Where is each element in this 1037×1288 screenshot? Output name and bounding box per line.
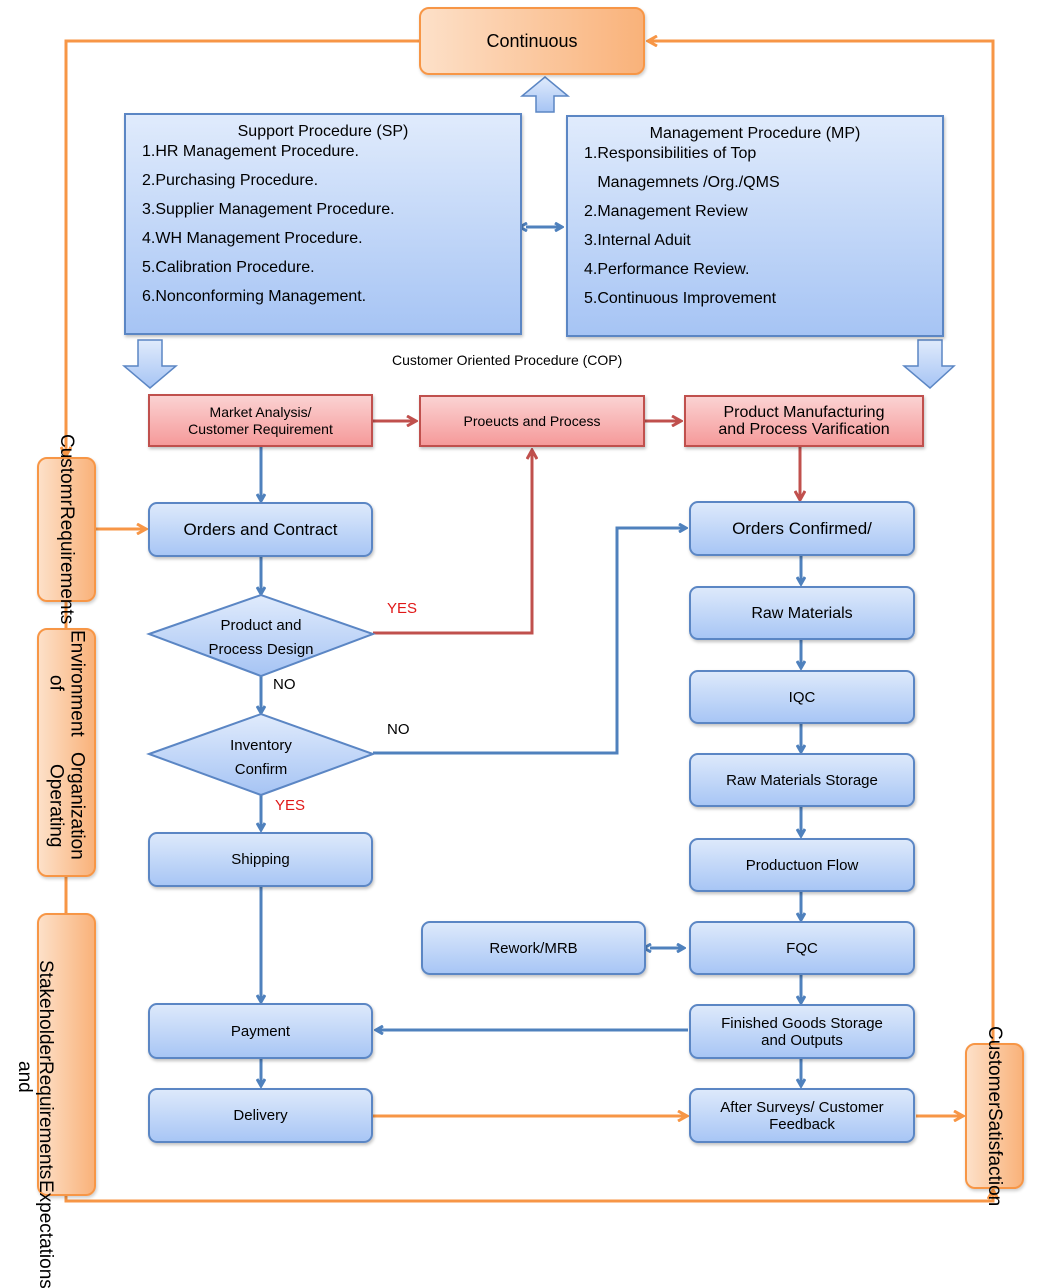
block-arrow-up-continuous xyxy=(519,76,571,113)
mp-item: Managemnets /Org./QMS xyxy=(584,174,780,191)
finished-goods-line: and Outputs xyxy=(761,1031,843,1049)
payment-box[interactable]: Payment xyxy=(148,1003,373,1059)
mp-item: 1.Responsibilities of Top xyxy=(584,145,757,162)
management-procedure-title: Management Procedure (MP) xyxy=(649,125,861,142)
after-surveys-box[interactable]: After Surveys/ Customer Feedback xyxy=(689,1088,915,1143)
sp-item: 3.Supplier Management Procedure. xyxy=(142,201,395,218)
support-procedure-box[interactable]: Support Procedure (SP) 1.HR Management P… xyxy=(124,113,522,335)
design-decision-line: Product and xyxy=(220,617,302,634)
sp-item: 1.HR Management Procedure. xyxy=(142,143,359,160)
orders-confirmed-box[interactable]: Orders Confirmed/ xyxy=(689,501,915,556)
manufacturing-verification-box[interactable]: Product Manufacturing and Process Varifi… xyxy=(684,395,924,447)
delivery-label: Delivery xyxy=(233,1107,288,1124)
sp-item: 4.WH Management Procedure. xyxy=(142,230,363,247)
raw-materials-storage-label: Raw Materials Storage xyxy=(726,771,878,789)
market-analysis-box[interactable]: Market Analysis/ Customer Requirement xyxy=(148,394,373,447)
delivery-box[interactable]: Delivery xyxy=(148,1088,373,1143)
customer-satisfaction-line: Customer xyxy=(984,1025,1005,1109)
orders-contract-box[interactable]: Orders and Contract xyxy=(148,502,373,557)
sp-item: 2.Purchasing Procedure. xyxy=(142,172,319,189)
inventory-no-label: NO xyxy=(387,721,410,738)
after-surveys-line: After Surveys/ Customer xyxy=(720,1098,884,1116)
rework-mrb-box[interactable]: Rework/MRB xyxy=(421,921,646,975)
management-procedure-box[interactable]: Management Procedure (MP) 1.Responsibili… xyxy=(566,115,944,337)
market-analysis-line: Market Analysis/ xyxy=(209,403,312,420)
mp-item: 2.Management Review xyxy=(584,203,748,220)
raw-materials-box[interactable]: Raw Materials xyxy=(689,586,915,640)
payment-label: Payment xyxy=(230,1022,291,1040)
finished-goods-line: Finished Goods Storage xyxy=(721,1014,883,1032)
finished-goods-box[interactable]: Finished Goods Storage and Outputs xyxy=(689,1004,915,1059)
shipping-box[interactable]: Shipping xyxy=(148,832,373,887)
environment-box[interactable]: Environment of Organization Operating xyxy=(37,628,96,877)
sp-item: 5.Calibration Procedure. xyxy=(142,259,315,276)
fqc-box[interactable]: FQC xyxy=(689,921,915,975)
design-yes-label: YES xyxy=(387,600,418,617)
manufacturing-line: and Process Varification xyxy=(718,421,890,438)
inventory-decision-line: Confirm xyxy=(234,761,288,778)
products-process-box[interactable]: Proeucts and Process xyxy=(419,395,645,447)
market-analysis-line: Customer Requirement xyxy=(188,420,333,437)
iqc-label: IQC xyxy=(788,688,816,706)
shipping-label: Shipping xyxy=(231,851,290,868)
stakeholder-line: Requirements and xyxy=(14,1061,56,1180)
mp-item: 4.Performance Review. xyxy=(584,261,750,278)
orders-confirmed-label: Orders Confirmed/ xyxy=(732,519,872,538)
decision-diamond-design xyxy=(146,593,376,678)
cop-label: Customer Oriented Procedure (COP) xyxy=(392,352,623,368)
products-process-label: Proeucts and Process xyxy=(463,412,601,429)
customer-satisfaction-line: Satisfaction xyxy=(984,1108,1005,1207)
rework-mrb-label: Rework/MRB xyxy=(489,939,578,957)
design-no-label: NO xyxy=(273,676,296,693)
iqc-box[interactable]: IQC xyxy=(689,670,915,724)
manufacturing-line: Product Manufacturing xyxy=(723,404,885,421)
customer-requirements-box[interactable]: Customr Requirements xyxy=(37,434,96,625)
block-arrow-down-sp xyxy=(121,339,179,389)
raw-materials-storage-box[interactable]: Raw Materials Storage xyxy=(689,753,915,807)
after-surveys-line: Feedback xyxy=(769,1115,835,1133)
decision-diamond-inventory xyxy=(146,712,376,797)
design-decision-text[interactable]: Product and Process Design xyxy=(190,614,332,662)
design-decision-line: Process Design xyxy=(208,641,314,658)
arrow-inventory-no-to-orders-confirmed xyxy=(373,528,686,755)
mp-item: 5.Continuous Improvement xyxy=(584,290,777,307)
orders-contract-label: Orders and Contract xyxy=(183,520,338,539)
inventory-decision-line: Inventory xyxy=(230,737,292,754)
fqc-label: FQC xyxy=(786,939,818,957)
loop-continuous-to-customer-requirements xyxy=(66,39,420,456)
production-flow-box[interactable]: Productuon Flow xyxy=(689,838,915,892)
sp-item: 6.Nonconforming Management. xyxy=(142,288,367,305)
loop-satisfaction-to-continuous xyxy=(648,41,995,1043)
raw-materials-label: Raw Materials xyxy=(751,604,853,622)
customer-satisfaction-box[interactable]: Customer Satisfaction xyxy=(965,1026,1024,1206)
mp-item: 3.Internal Aduit xyxy=(584,232,691,249)
production-flow-label: Productuon Flow xyxy=(745,856,859,874)
block-arrow-down-mp xyxy=(901,339,956,389)
support-procedure-title: Support Procedure (SP) xyxy=(237,123,409,140)
stakeholder-text: Stakeholder Requirements and Expectation… xyxy=(14,960,56,1288)
loop-stakeholder-to-satisfaction xyxy=(64,1190,993,1203)
connector-layer xyxy=(0,0,1037,1203)
stakeholder-box[interactable] xyxy=(37,913,96,1196)
inventory-yes-label: YES xyxy=(275,797,306,814)
stakeholder-line: Stakeholder xyxy=(35,960,56,1062)
environment-line: Environment of xyxy=(45,630,88,737)
inventory-decision-text[interactable]: Inventory Confirm xyxy=(190,734,332,782)
continuous-label: Continuous xyxy=(486,30,578,51)
continuous-box[interactable]: Continuous xyxy=(419,7,645,75)
stakeholder-line: Expectations xyxy=(35,1179,56,1288)
customer-requirements-line: Requirements xyxy=(56,506,77,625)
customer-requirements-line: Customr xyxy=(56,434,77,507)
environment-line: Organization Operating xyxy=(45,751,88,860)
arrow-design-yes-to-products xyxy=(373,450,532,635)
